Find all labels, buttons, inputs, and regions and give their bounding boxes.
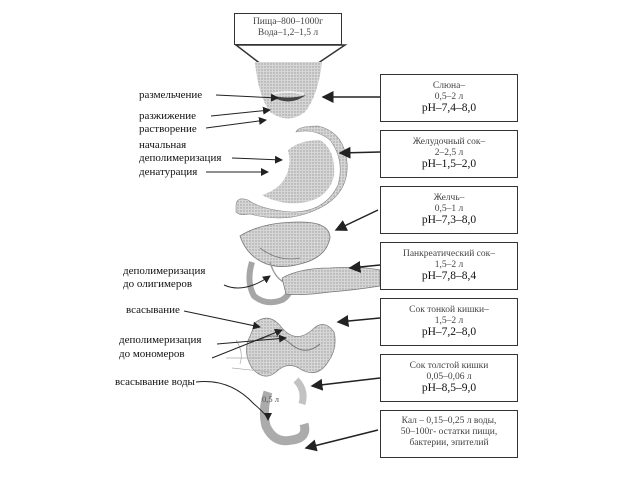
colon-illustration: [259, 377, 310, 446]
small-intestine-illustration: [226, 317, 336, 377]
pancreatic-title: Панкреатический сок–: [402, 249, 495, 259]
small-intestine-title: Сок тонкой кишки–: [409, 305, 489, 315]
label-depoly-mono-2: до мономеров: [119, 348, 185, 360]
label-depoly-oligo-1: деполимеризация: [123, 265, 206, 277]
pancreatic-amount: 1,5–2 л: [434, 260, 464, 270]
pancreatic-juice-box: Панкреатический сок– 1,5–2 л pH–7,8–8,4: [380, 242, 518, 290]
large-intestine-amount: 0,05–0,06 л: [426, 372, 472, 382]
gastric-ph: pH–1,5–2,0: [421, 158, 477, 170]
bile-ph: pH–7,3–8,0: [421, 214, 477, 226]
label-liquefaction: разжижение: [139, 110, 197, 122]
gastric-juice-box: Желудочный сок– 2–2,5 л pH–1,5–2,0: [380, 130, 518, 178]
label-initial: начальная: [139, 139, 187, 151]
food-intake-box: Пища–800–1000г Вода–1,2–1,5 л: [234, 13, 342, 45]
label-water-absorption: всасывание воды: [115, 376, 195, 388]
label-denaturation: денатурация: [139, 166, 198, 178]
large-intestine-juice-box: Сок толстой кишки 0,05–0,06 л pH–8,5–9,0: [380, 354, 518, 402]
feces-line-1: Кал – 0,15–0,25 л воды,: [401, 416, 497, 426]
large-intestine-ph: pH–8,5–9,0: [421, 382, 477, 394]
small-intestine-amount: 1,5–2 л: [434, 316, 464, 326]
small-intestine-ph: pH–7,2–8,0: [421, 326, 477, 338]
feces-line-2: 50–100г- остатки пищи,: [400, 427, 498, 437]
colon-volume-label: 0,5 л: [262, 394, 279, 404]
saliva-box: Слюна– 0,5–2 л pH–7,4–8,0: [380, 74, 518, 122]
pancreas-illustration: [281, 266, 381, 296]
bile-box: Желчь– 0,5–1 л pH–7,3–8,0: [380, 186, 518, 234]
feces-box: Кал – 0,15–0,25 л воды, 50–100г- остатки…: [380, 410, 518, 458]
water-amount: Вода–1,2–1,5 л: [257, 28, 319, 38]
bile-title: Желчь–: [433, 193, 465, 203]
label-absorption: всасывание: [126, 304, 180, 316]
saliva-ph: pH–7,4–8,0: [421, 102, 477, 114]
bile-amount: 0,5–1 л: [434, 204, 464, 214]
feces-line-3: бактерии, эпителий: [409, 438, 489, 448]
pancreatic-ph: pH–7,8–8,4: [421, 270, 477, 282]
liver-illustration: [239, 221, 331, 267]
label-chewing: размельчение: [139, 89, 203, 101]
saliva-amount: 0,5–2 л: [434, 92, 464, 102]
label-depoly-mono-1: деполимеризация: [119, 334, 202, 346]
label-depoly-oligo-2: до олигимеров: [123, 278, 193, 290]
small-intestine-juice-box: Сок тонкой кишки– 1,5–2 л pH–7,2–8,0: [380, 298, 518, 346]
saliva-title: Слюна–: [432, 81, 466, 91]
large-intestine-title: Сок толстой кишки: [409, 361, 489, 371]
gastric-title: Желудочный сок–: [412, 137, 486, 147]
mouth-illustration: [255, 62, 322, 119]
gastric-amount: 2–2,5 л: [434, 148, 464, 158]
label-depolymerization: деполимеризация: [139, 152, 222, 164]
food-amount: Пища–800–1000г: [252, 17, 324, 27]
label-dissolving: растворение: [139, 123, 197, 135]
